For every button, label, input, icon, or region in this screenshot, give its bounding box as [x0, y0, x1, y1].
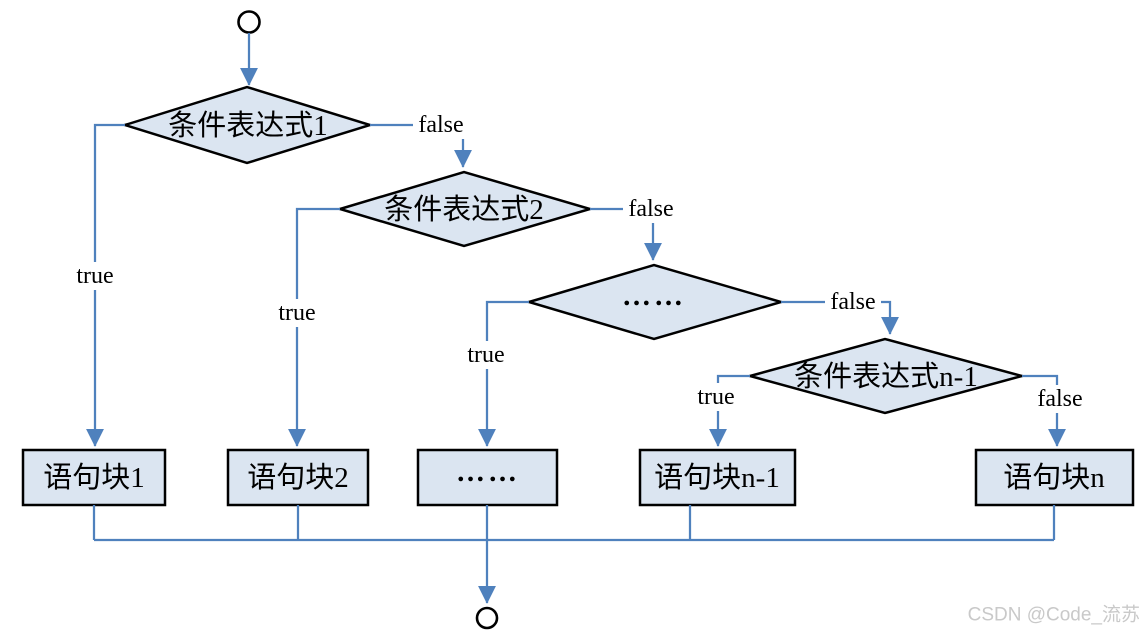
false-label-2: false [628, 196, 673, 222]
edge-true-3 [478, 300, 529, 447]
false-label-1: false [418, 112, 463, 138]
process-box-3-label: …… [456, 456, 520, 488]
true-label-1: true [76, 263, 113, 289]
end-terminator [475, 606, 499, 630]
edge-false-3 [781, 300, 899, 335]
process-box-2 [226, 448, 370, 507]
true-label-2: true [278, 300, 315, 326]
decision-3-label: …… [622, 280, 686, 312]
false-label-1-bg [413, 111, 469, 139]
true-label-4: true [697, 384, 734, 410]
decision-2-label: 条件表达式2 [384, 193, 544, 226]
true-label-3: true [467, 342, 504, 368]
true-label-1-bg [71, 262, 119, 290]
process-box-4-label: 语句块n-1 [654, 461, 780, 494]
process-box-5 [974, 448, 1135, 507]
process-box-2-label: 语句块2 [247, 461, 349, 494]
false-label-3-bg [825, 288, 881, 316]
edge-false-4 [1022, 374, 1066, 447]
process-box-1 [21, 448, 167, 507]
process-box-3 [416, 448, 559, 507]
edge-true-2 [288, 207, 340, 447]
decision-1-label: 条件表达式1 [168, 109, 328, 142]
true-label-3-bg [462, 341, 510, 369]
false-label-4-bg [1032, 385, 1088, 413]
false-label-4: false [1037, 386, 1082, 412]
edge-true-4 [709, 374, 750, 447]
edge-true-1 [86, 123, 125, 447]
watermark-text: CSDN @Code_流苏 [968, 604, 1140, 626]
start-terminator [237, 10, 261, 34]
true-label-4-bg [692, 383, 740, 411]
process-box-1-label: 语句块1 [43, 461, 145, 494]
process-box-5-label: 语句块n [1003, 461, 1105, 494]
false-label-2-bg [623, 195, 679, 223]
true-label-2-bg [273, 299, 321, 327]
process-box-4 [638, 448, 797, 507]
false-label-3: false [830, 289, 875, 315]
decision-4-label: 条件表达式n-1 [794, 360, 978, 393]
